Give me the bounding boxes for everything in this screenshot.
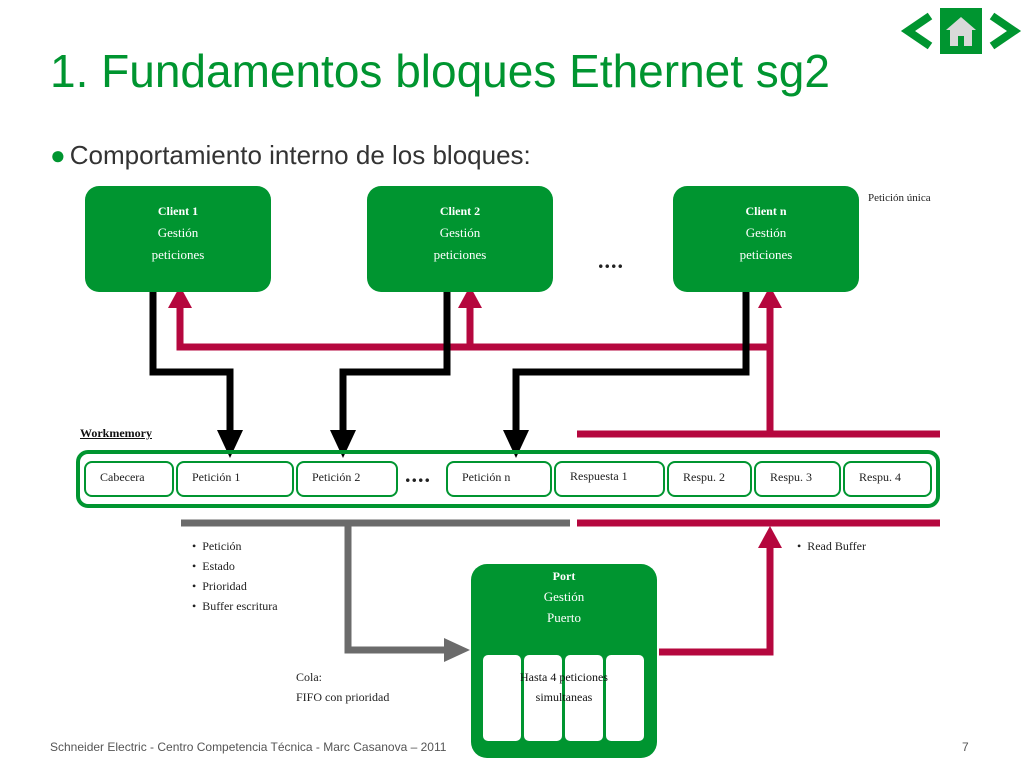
slots-caption-line-2: simultaneas	[535, 690, 593, 704]
home-icon	[946, 17, 976, 46]
client-line-2: peticiones	[739, 247, 793, 262]
page-number: 7	[962, 740, 969, 754]
clients-ellipsis: ....	[598, 248, 624, 273]
peticion-unica-note: Petición única	[868, 192, 931, 204]
client-1-box: Client 1 Gestión peticiones	[85, 186, 271, 292]
cola-label: Cola: FIFO con prioridad	[296, 667, 389, 707]
client-2-box: Client 2 Gestión peticiones	[367, 186, 553, 292]
read-buffer-list: Read Buffer	[797, 536, 866, 556]
port-slot-3	[565, 655, 603, 741]
chevron-right-icon[interactable]	[984, 8, 1022, 54]
page-title: 1. Fundamentos bloques Ethernet sg2	[50, 45, 830, 97]
workmemory-ellipsis: ....	[405, 462, 431, 487]
port-slot-2	[524, 655, 562, 741]
port-line-1: Gestión	[543, 589, 585, 604]
client-name: Client 1	[157, 204, 199, 218]
response-lines	[176, 306, 940, 656]
workmemory-label: Workmemory	[80, 426, 152, 440]
list-item: Buffer escritura	[192, 596, 277, 616]
request-lines	[149, 286, 750, 432]
list-item: Read Buffer	[797, 536, 866, 556]
request-fields-list: Petición Estado Prioridad Buffer escritu…	[192, 536, 278, 616]
request-arrowheads	[217, 430, 529, 458]
subtitle-text: Comportamiento interno de los bloques:	[69, 140, 531, 170]
client-name: Client n	[745, 204, 787, 218]
list-item: Prioridad	[192, 576, 278, 596]
cola-line-1: Cola:	[296, 670, 322, 684]
client-line-1: Gestión	[439, 225, 481, 240]
list-item: Estado	[192, 556, 278, 576]
port-name: Port	[552, 569, 576, 583]
wm-cell-peticion-1: Petición 1	[176, 461, 294, 497]
response-arrowheads	[168, 286, 782, 548]
port-slot-1	[483, 655, 521, 741]
port-slot-4	[606, 655, 644, 741]
client-n-box: Client n Gestión peticiones	[673, 186, 859, 292]
home-button[interactable]	[940, 8, 982, 54]
list-item: Petición	[192, 536, 278, 556]
workmemory-frame	[76, 450, 940, 508]
wm-cell-peticion-2: Petición 2	[296, 461, 398, 497]
wm-cell-respu-2: Respu. 2	[667, 461, 752, 497]
queue-line	[181, 519, 570, 654]
bullet-dot: ●	[50, 140, 66, 170]
wm-cell-respuesta-1: Respuesta 1	[554, 461, 665, 497]
wm-cell-respu-4: Respu. 4	[843, 461, 932, 497]
client-line-1: Gestión	[157, 225, 199, 240]
footer-text: Schneider Electric - Centro Competencia …	[50, 740, 447, 754]
client-line-1: Gestión	[745, 225, 787, 240]
wm-cell-cabecera: Cabecera	[84, 461, 174, 497]
subtitle: ●Comportamiento interno de los bloques:	[50, 140, 531, 171]
queue-arrowhead	[444, 638, 470, 662]
wm-cell-respu-3: Respu. 3	[754, 461, 841, 497]
port-line-2: Puerto	[547, 610, 581, 625]
client-line-2: peticiones	[151, 247, 205, 262]
port-slots-caption: Hasta 4 peticiones simultaneas	[506, 667, 622, 707]
client-name: Client 2	[439, 204, 481, 218]
slots-caption-line-1: Hasta 4 peticiones	[520, 670, 608, 684]
cola-line-2: FIFO con prioridad	[296, 690, 390, 704]
client-line-2: peticiones	[433, 247, 487, 262]
wm-cell-peticion-n: Petición n	[446, 461, 552, 497]
chevron-left-icon[interactable]	[898, 8, 938, 54]
